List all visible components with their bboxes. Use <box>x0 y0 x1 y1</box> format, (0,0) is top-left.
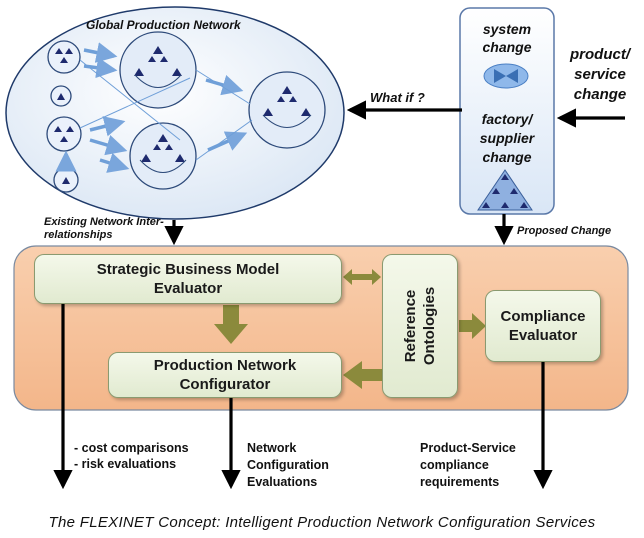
network-thin-links <box>79 59 253 161</box>
reference-ontologies: Reference Ontologies <box>382 254 458 398</box>
production-label: Production Network Configurator <box>153 357 297 393</box>
product-service-change-label: product/ service change <box>570 46 630 103</box>
production-network-configurator: Production Network Configurator <box>108 352 342 398</box>
factory-change-label: factory/ supplier change <box>479 111 535 165</box>
product-service-output: Product-Service compliance requirements <box>420 441 516 489</box>
cluster-loops <box>134 74 312 173</box>
network-config-output: Network Configuration Evaluations <box>247 441 329 489</box>
cost-comparisons-text: - cost comparisons <box>74 441 189 455</box>
what-if-label: What if ? <box>370 90 425 105</box>
strategic-business-model-evaluator: Strategic Business Model Evaluator <box>34 254 342 304</box>
compliance-evaluator: Compliance Evaluator <box>485 290 601 362</box>
risk-evaluations-text: - risk evaluations <box>74 457 177 471</box>
ontologies-label: Reference Ontologies <box>402 286 439 366</box>
system-change-icon <box>483 63 529 89</box>
global-network-ellipse <box>5 6 345 220</box>
figure-caption: The FLEXINET Concept: Intelligent Produc… <box>48 514 596 531</box>
olive-arrows <box>214 269 486 389</box>
system-change-label: system change <box>482 21 532 55</box>
flow-arrows <box>53 100 625 490</box>
ontologies-compliance-arrow <box>459 313 486 339</box>
strategic-label: Strategic Business Model Evaluator <box>96 261 280 297</box>
factory-supplier-icon <box>477 169 533 211</box>
strategic-ontologies-double-arrow <box>343 269 381 285</box>
ontologies-production-arrow <box>343 361 382 389</box>
cost-risk-output: - cost comparisons - risk evaluations <box>74 440 189 472</box>
network-flow-arrows <box>55 42 248 173</box>
cluster-icons <box>54 46 311 184</box>
compliance-label: Compliance Evaluator <box>500 308 586 344</box>
network-title: Global Production Network <box>86 18 241 32</box>
existing-network-label: Existing Network Inter-relationships <box>44 216 164 241</box>
strategic-production-arrow <box>214 305 248 344</box>
proposed-change-label: Proposed Change <box>517 225 612 237</box>
